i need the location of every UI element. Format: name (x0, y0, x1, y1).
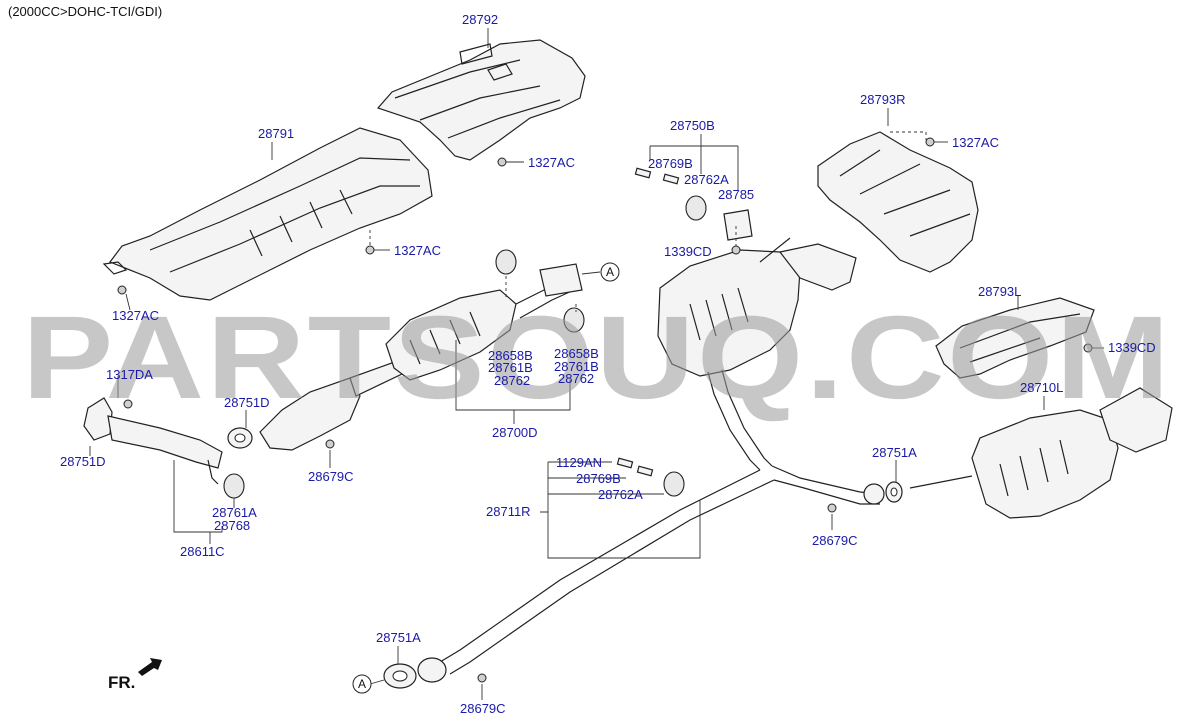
reference-marker-a-bottom: A (352, 674, 372, 694)
part-label-28710l[interactable]: 28710L (1020, 380, 1063, 395)
front-arrow-icon (138, 658, 162, 676)
part-label-28762a-b[interactable]: 28762A (598, 487, 643, 502)
flange-28751a-front[interactable] (383, 657, 447, 689)
part-label-1327ac-d[interactable]: 1327AC (952, 135, 999, 150)
heat-protector-28793l[interactable] (935, 297, 1095, 379)
part-label-28785[interactable]: 28785 (718, 187, 754, 202)
part-label-1317da[interactable]: 1317DA (106, 367, 153, 382)
engine-spec-header: (2000CC>DOHC-TCI/GDI) (8, 4, 162, 19)
nut-1327ac-c[interactable] (117, 285, 127, 295)
part-label-28679c-c[interactable]: 28679C (460, 701, 506, 716)
front-direction-indicator: FR. (108, 658, 162, 692)
nut-28679c-a[interactable] (325, 439, 335, 449)
front-pipe-28611c[interactable] (83, 397, 245, 499)
nut-1339cd-a[interactable] (731, 245, 741, 255)
part-label-28751d-b[interactable]: 28751D (224, 395, 270, 410)
rubber-hanger-28658b-right[interactable] (563, 307, 585, 333)
nut-1327ac-a[interactable] (497, 157, 507, 167)
part-label-28762-a[interactable]: 28762 (494, 373, 530, 388)
nut-28679c-c[interactable] (477, 673, 487, 683)
nut-1327ac-b[interactable] (365, 245, 375, 255)
hanger-bracket-assembly-28750b[interactable] (634, 167, 753, 241)
part-label-1339cd-b[interactable]: 1339CD (1108, 340, 1156, 355)
part-label-1129an[interactable]: 1129AN (556, 455, 602, 470)
part-label-28761b-b[interactable]: 28761B (554, 359, 599, 374)
part-label-28611c[interactable]: 28611C (180, 544, 225, 559)
part-label-28658b-b[interactable]: 28658B (554, 346, 599, 361)
part-label-28751a-b[interactable]: 28751A (872, 445, 917, 460)
part-label-28751d-a[interactable]: 28751D (60, 454, 106, 469)
rear-muffler-28710l[interactable] (909, 387, 1173, 519)
part-label-28762a-a[interactable]: 28762A (684, 172, 729, 187)
part-label-28700d[interactable]: 28700D (492, 425, 538, 440)
svg-text:A: A (358, 677, 366, 691)
nut-1327ac-d[interactable] (925, 137, 935, 147)
part-label-1327ac-c[interactable]: 1327AC (112, 308, 159, 323)
part-label-28679c-a[interactable]: 28679C (308, 469, 354, 484)
heat-protector-28791[interactable] (102, 127, 433, 301)
svg-text:A: A (606, 265, 614, 279)
part-label-28762-b[interactable]: 28762 (558, 371, 594, 386)
gasket-28751d[interactable] (227, 427, 253, 449)
svg-text:FR.: FR. (108, 673, 135, 692)
part-label-1339cd-a[interactable]: 1339CD (664, 244, 712, 259)
part-label-1327ac-b[interactable]: 1327AC (394, 243, 441, 258)
rubber-hanger-28762a-center[interactable] (616, 457, 685, 497)
part-label-28792[interactable]: 28792 (462, 12, 498, 27)
rubber-hanger-28658b-left[interactable] (495, 249, 517, 275)
watermark: PARTSOUQ.COM (22, 292, 1172, 424)
part-label-28679c-b[interactable]: 28679C (812, 533, 858, 548)
nut-28679c-b[interactable] (827, 503, 837, 513)
part-label-28751a-a[interactable]: 28751A (376, 630, 421, 645)
heat-protector-28792[interactable] (376, 39, 586, 161)
heat-protector-28793r[interactable] (817, 131, 979, 273)
leader-lines (89, 28, 1104, 700)
center-pipe-28711r[interactable] (439, 369, 881, 675)
part-label-28761a[interactable]: 28761A (212, 505, 257, 520)
part-label-28793r[interactable]: 28793R (860, 92, 906, 107)
part-label-28711r[interactable]: 28711R (486, 504, 531, 519)
flange-28751a-rear[interactable] (863, 481, 903, 505)
part-label-28791[interactable]: 28791 (258, 126, 294, 141)
part-label-28768[interactable]: 28768 (214, 518, 250, 533)
part-label-28761b-a[interactable]: 28761B (488, 360, 533, 375)
center-muffler[interactable] (657, 237, 857, 377)
part-label-28750b[interactable]: 28750B (670, 118, 715, 133)
reference-marker-a-top: A (600, 262, 620, 282)
catalytic-converter-28700d[interactable] (259, 263, 583, 451)
nut-1317da[interactable] (123, 399, 133, 409)
part-label-1327ac-a[interactable]: 1327AC (528, 155, 575, 170)
part-label-28658b-a[interactable]: 28658B (488, 348, 533, 363)
part-label-28793l[interactable]: 28793L (978, 284, 1021, 299)
part-label-28769b-b[interactable]: 28769B (576, 471, 621, 486)
part-label-28769b-a[interactable]: 28769B (648, 156, 693, 171)
